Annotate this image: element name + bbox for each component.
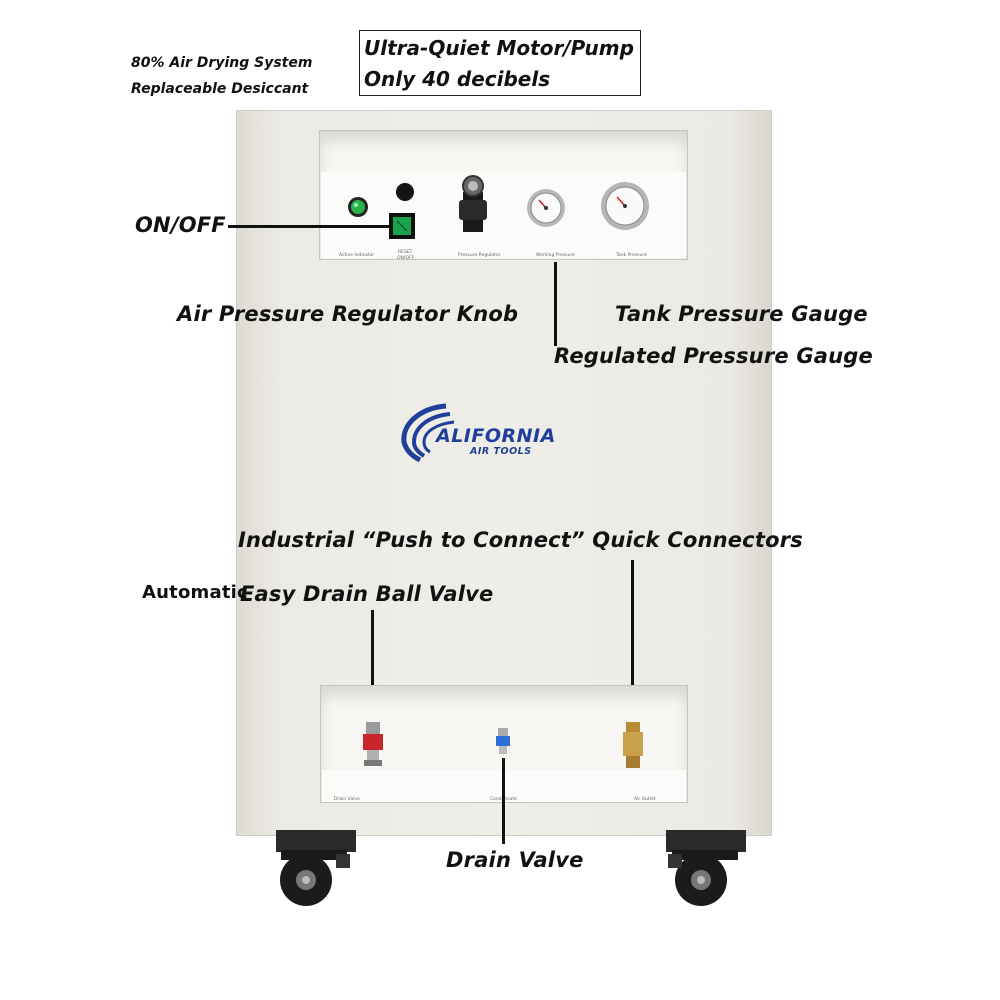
leader-regulated-gauge <box>554 262 557 346</box>
boxed-line-1: Ultra-Quiet Motor/Pump <box>364 36 634 60</box>
callout-quick-connectors: Industrial “Push to Connect” Quick Conne… <box>238 528 803 552</box>
label-pressure-regulator: Pressure Regulator <box>458 253 501 258</box>
label-reset: RESET <box>398 250 413 255</box>
brand-name: ALIFORNIA <box>436 425 556 447</box>
regulated-pressure-gauge <box>527 189 565 227</box>
active-indicator-light <box>348 197 368 217</box>
right-caster <box>666 830 746 906</box>
pressure-regulator-knob[interactable] <box>459 175 487 232</box>
brand-swoosh-logo <box>401 403 455 463</box>
tank-pressure-gauge <box>601 182 649 230</box>
label-on-off-small: ON/OFF <box>397 256 415 261</box>
note-line-1: 80% Air Drying System <box>131 55 313 71</box>
drain-ball-valve[interactable] <box>363 722 383 766</box>
condensate-drain-connector[interactable] <box>496 728 510 754</box>
label-tank-pressure: Tank Pressure <box>616 253 647 258</box>
label-drain-valve-small: Drain Valve <box>334 797 360 802</box>
reset-button[interactable] <box>396 183 414 201</box>
boxed-line-2: Only 40 decibels <box>364 67 551 91</box>
label-air-outlet: Air Outlet <box>634 797 656 802</box>
note-air-drying: 80% Air Drying System Replaceable Desicc… <box>131 50 312 102</box>
on-off-switch[interactable] <box>389 213 415 239</box>
label-working-pressure: Working Pressure <box>536 253 575 258</box>
leader-quick-connectors <box>631 560 634 720</box>
callout-drain-valve: Drain Valve <box>446 848 584 872</box>
leader-on-off <box>228 225 390 228</box>
callout-regulated-gauge: Regulated Pressure Gauge <box>554 344 873 368</box>
callout-tank-gauge: Tank Pressure Gauge <box>615 302 868 326</box>
label-active-indicator: Active Indicator <box>339 253 375 258</box>
control-panel <box>348 175 649 239</box>
leader-drain-ball-valve <box>371 610 374 720</box>
note-line-2: Replaceable Desiccant <box>131 81 309 97</box>
brand-subtitle: AIR TOOLS <box>470 446 532 457</box>
left-caster <box>276 830 356 906</box>
callout-on-off: ON/OFF <box>135 213 226 237</box>
wheels <box>276 830 746 906</box>
quiet-motor-note: Ultra-Quiet Motor/Pump Only 40 decibels <box>359 30 641 96</box>
callout-regulator-knob: Air Pressure Regulator Knob <box>177 302 519 326</box>
outlet-panel <box>363 722 643 768</box>
callout-automatic: Automatic <box>142 582 248 603</box>
leader-drain-valve <box>502 758 505 844</box>
callout-drain-ball-valve: Easy Drain Ball Valve <box>240 582 494 606</box>
brass-quick-connector[interactable] <box>623 722 643 768</box>
